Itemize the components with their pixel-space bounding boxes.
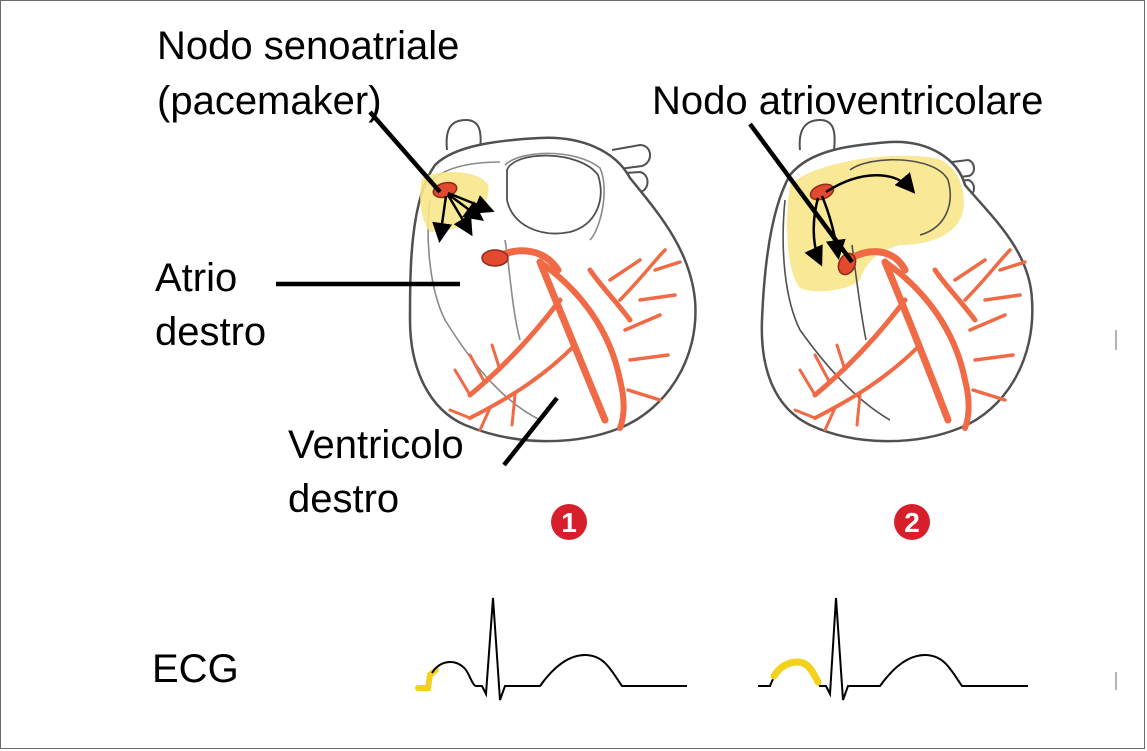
sa-node-label-line1: Nodo senoatriale — [157, 24, 460, 68]
right-atrium-label-line2: destro — [155, 310, 267, 354]
leader-av-node — [748, 122, 854, 264]
right-ventricle-label-line1: Ventricolo — [288, 423, 464, 467]
heart-1-left-atrium — [506, 154, 602, 235]
heart-2-excitation-arrows — [804, 172, 916, 267]
right-ventricle-label-line2: destro — [288, 477, 400, 521]
vessel-superior — [445, 118, 482, 151]
ecg-trace-2-line — [758, 597, 1028, 701]
step-badge-1: 1 — [551, 504, 587, 540]
step-badge-2: 2 — [894, 504, 930, 540]
ecg-trace-2 — [758, 597, 1028, 701]
sa-node-label-line2: (pacemaker) — [157, 79, 382, 123]
heart-1 — [408, 118, 697, 443]
heart-2-conduction-system — [793, 248, 1027, 432]
ecg-trace-2-highlight — [770, 658, 822, 686]
ecg-trace-1-line — [431, 597, 687, 701]
ecg-label: ECG — [152, 647, 239, 691]
leader-sa-node — [368, 110, 442, 194]
right-atrium-label-line1: Atrio — [155, 256, 238, 300]
ecg-trace-1 — [415, 597, 687, 701]
leader-right-ventricle — [502, 396, 559, 467]
vessel-superior-2 — [798, 118, 836, 151]
heart-2 — [760, 118, 1034, 443]
vessel-right-1 — [611, 143, 651, 171]
step-badge-2-number: 2 — [904, 507, 920, 538]
heart-1-av-node — [481, 249, 509, 267]
step-badge-1-number: 1 — [561, 507, 577, 538]
heart-1-sa-arrows — [432, 191, 495, 243]
av-node-label: Nodo atrioventricolare — [652, 79, 1044, 123]
leader-lines — [276, 110, 854, 467]
